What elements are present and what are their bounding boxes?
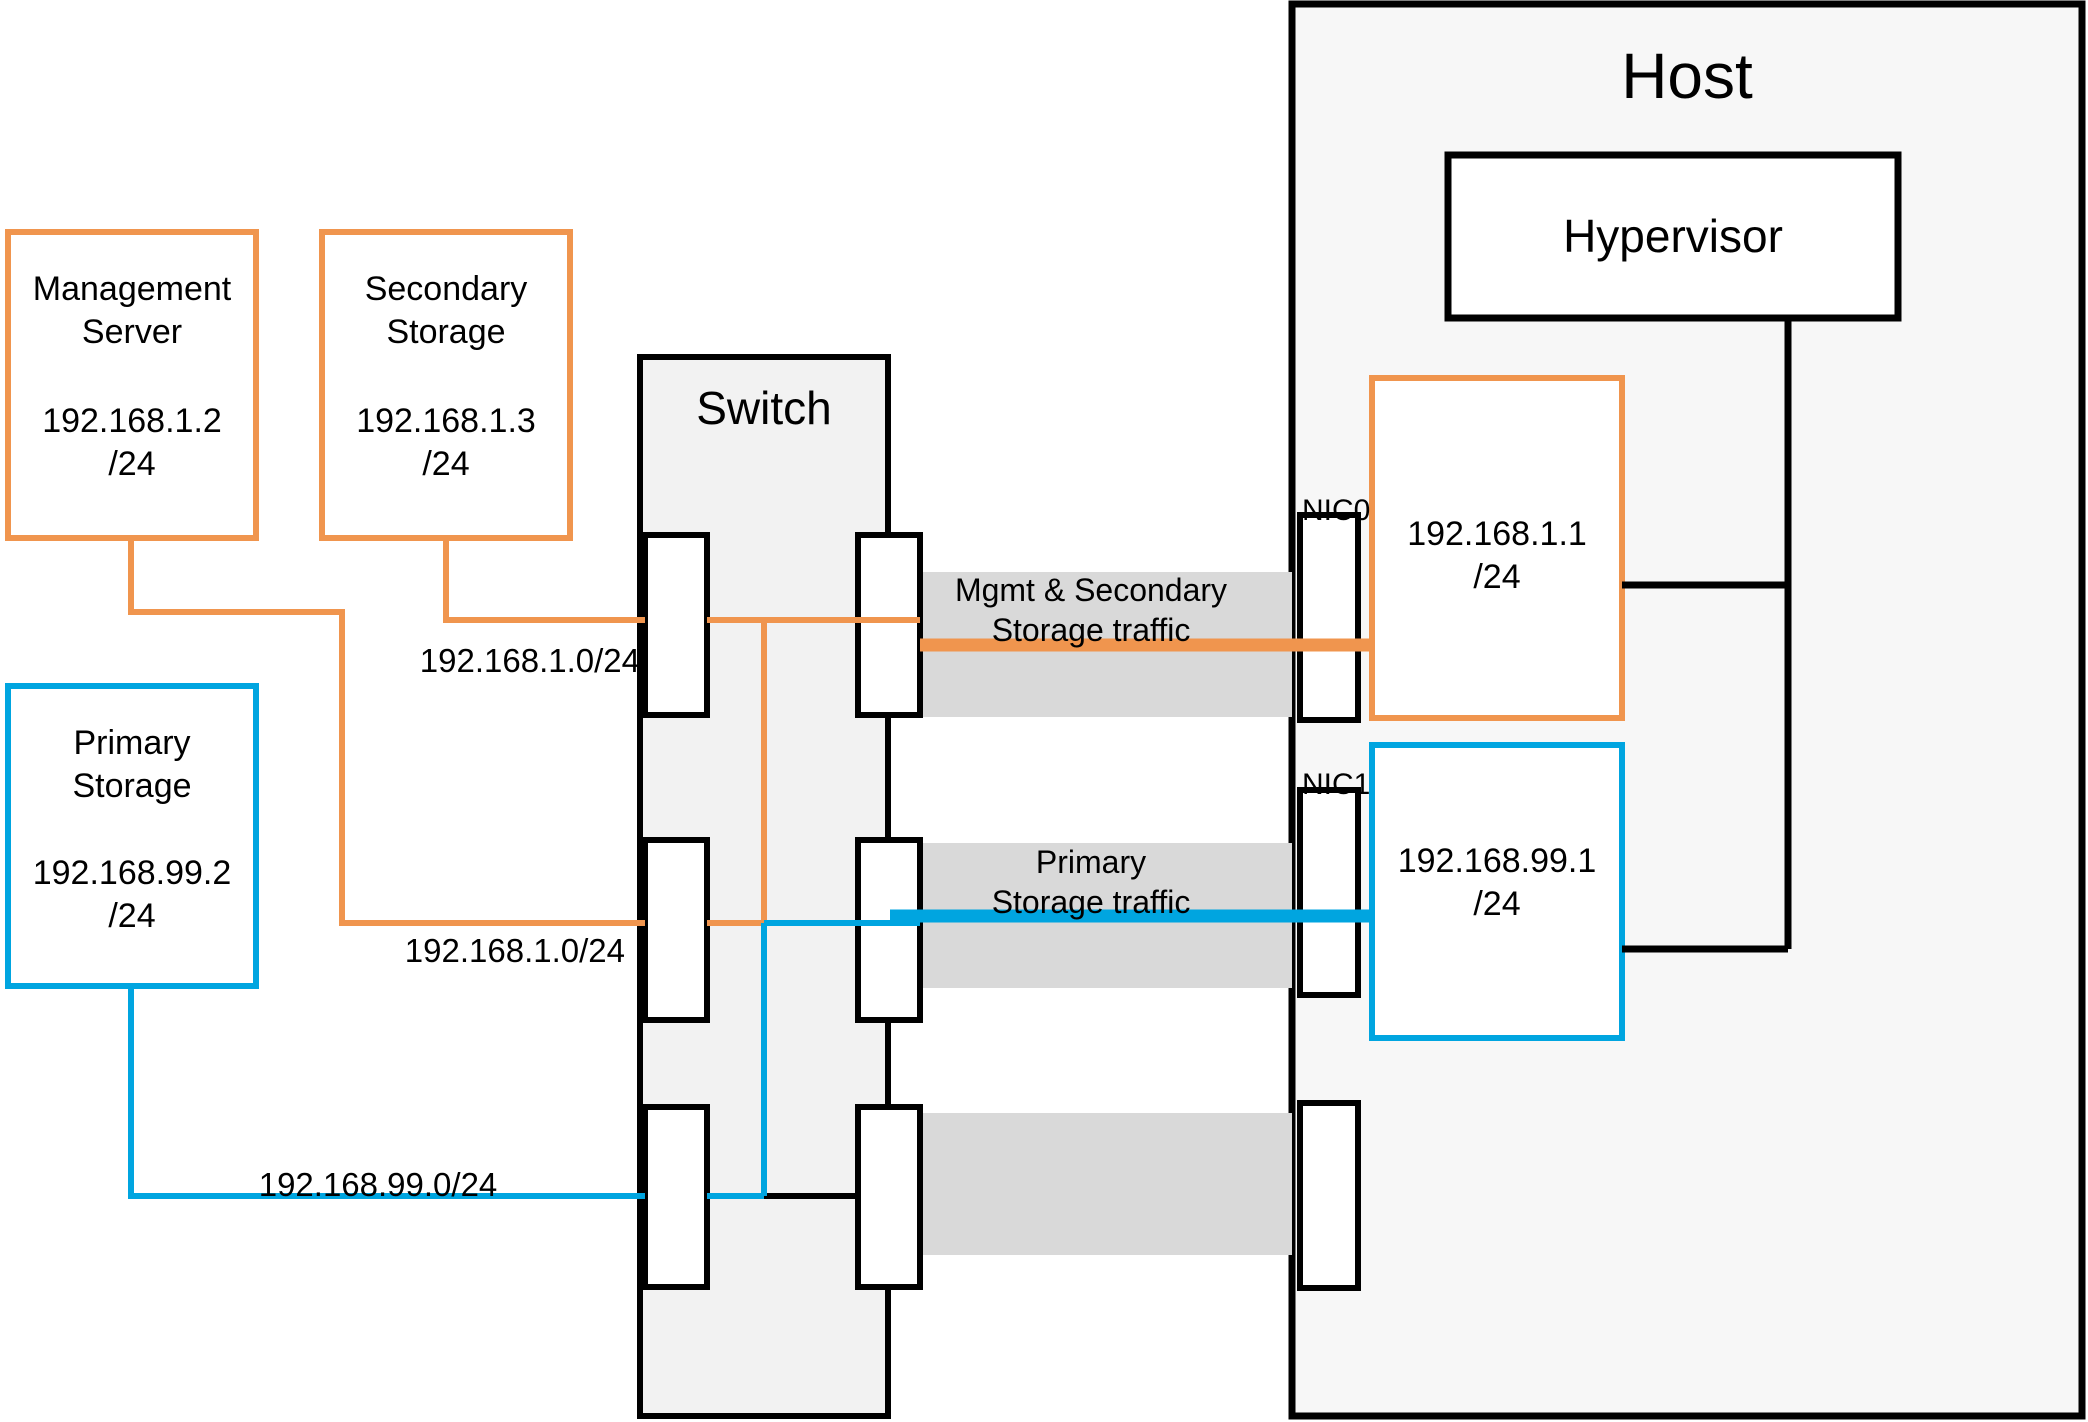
switch-port-left-1[interactable] bbox=[642, 532, 710, 718]
host-nic-port-3[interactable] bbox=[1297, 1100, 1361, 1291]
nic1-ip-value: 192.168.99.1 /24 bbox=[1397, 842, 1597, 923]
switch-port-right-1[interactable] bbox=[855, 532, 923, 718]
host-nic0-port[interactable] bbox=[1297, 512, 1361, 723]
switch-port-left-2[interactable] bbox=[642, 837, 710, 1023]
secondary-storage-box[interactable] bbox=[319, 229, 573, 541]
wire-switch-internal-orange bbox=[707, 617, 920, 926]
wire-secondary-storage-to-switch bbox=[443, 538, 645, 623]
switch-title: Switch bbox=[696, 382, 832, 434]
secondary-storage-name: Secondary Storage bbox=[364, 270, 528, 351]
hypervisor-label: Hypervisor bbox=[1563, 210, 1783, 262]
switch-port-left-3[interactable] bbox=[642, 1104, 710, 1290]
switch-port-right-3[interactable] bbox=[855, 1104, 923, 1290]
band-label-primary-line2: Storage traffic bbox=[991, 884, 1191, 920]
wire-management-server-to-switch bbox=[128, 538, 645, 926]
nic0-ip-box[interactable] bbox=[1369, 375, 1625, 721]
band-label-primary-line1: Primary bbox=[1035, 844, 1147, 880]
primary-storage-name: Primary Storage bbox=[72, 724, 192, 805]
link-label-mgmt-upper: 192.168.1.0/24 bbox=[419, 642, 640, 679]
primary-storage-ip: 192.168.99.2 /24 bbox=[32, 854, 232, 935]
nic0-ip-value: 192.168.1.1 /24 bbox=[1407, 515, 1587, 596]
nic0-label: NIC0 bbox=[1302, 494, 1371, 527]
wire-switch-internal-blue bbox=[707, 920, 920, 1199]
link-label-primary-subnet: 192.168.99.0/24 bbox=[258, 1166, 498, 1203]
host-nic1-port[interactable] bbox=[1297, 787, 1361, 998]
hypervisor-box[interactable] bbox=[1444, 151, 1902, 322]
management-server-ip: 192.168.1.2 /24 bbox=[42, 402, 222, 483]
nic1-ip-box[interactable] bbox=[1369, 742, 1625, 1041]
nic1-label: NIC1 bbox=[1302, 768, 1371, 801]
wire-primary-storage-to-switch bbox=[128, 986, 645, 1199]
secondary-storage-ip: 192.168.1.3 /24 bbox=[356, 402, 536, 483]
band-label-mgmt-secondary-line2: Storage traffic bbox=[991, 612, 1191, 648]
link-label-mgmt-lower: 192.168.1.0/24 bbox=[404, 932, 625, 969]
traffic-band-unlabeled bbox=[890, 1113, 1292, 1255]
band-label-mgmt-secondary-line1: Mgmt & Secondary bbox=[954, 572, 1228, 608]
host-title: Host bbox=[1621, 40, 1753, 112]
primary-storage-box[interactable] bbox=[5, 683, 259, 989]
switch-port-right-2[interactable] bbox=[855, 837, 923, 1023]
management-server-box[interactable] bbox=[5, 229, 259, 541]
management-server-name: Management Server bbox=[32, 270, 232, 351]
